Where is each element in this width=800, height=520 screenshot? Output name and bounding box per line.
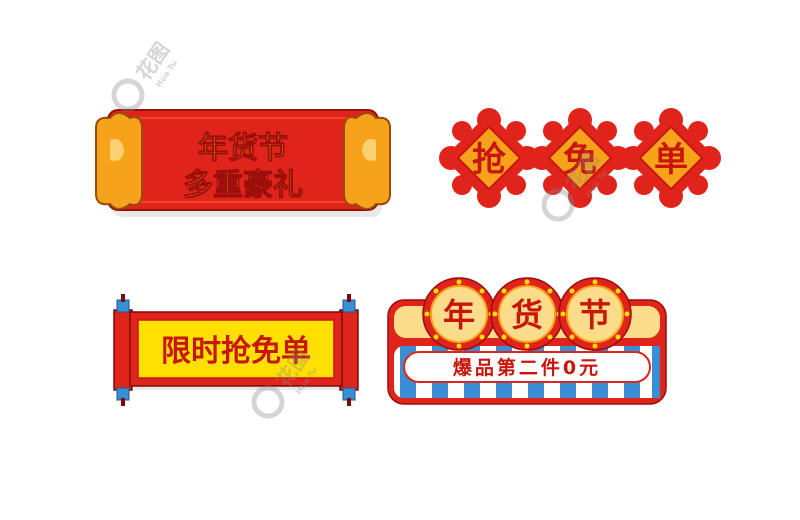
badge-line-2: 多重豪礼 [183, 168, 303, 203]
watermark: 花图 Hua Tu [111, 38, 179, 112]
left-cloud-ornament [95, 112, 143, 210]
medallion: 货 [490, 277, 564, 351]
badge-xianshiqiangmiandan: 限时抢免单 [113, 294, 359, 406]
medallion-char-3: 节 [579, 296, 611, 334]
scroll-text: 限时抢免单 [161, 334, 311, 369]
medallion: 节 [558, 277, 632, 351]
tile-char-1: 抢 [472, 140, 507, 180]
watermark-logo-icon [251, 385, 285, 419]
watermark-logo-icon [111, 78, 145, 112]
medallion-char-1: 年 [443, 296, 475, 334]
tile-char-2: 免 [563, 140, 597, 180]
badge-nianhuojie-shop: 爆品第二件0元 年 货 [387, 277, 667, 405]
diamond-tile: 单 [621, 108, 721, 208]
badge-qiangmiandan: 抢 免 单 [439, 108, 721, 208]
tile-char-3: 单 [654, 140, 688, 180]
watermark-logo-icon [541, 188, 575, 222]
badge-line-1: 年货节 [198, 131, 288, 166]
medallion: 年 [422, 277, 496, 351]
diamond-tile: 抢 [439, 108, 539, 208]
subtitle-text: 爆品第二件0元 [453, 356, 601, 379]
medallion-char-2: 货 [511, 296, 543, 334]
badge-nianhuojie-duozhonghaoli: 年货节 多重豪礼 [95, 109, 391, 217]
right-cloud-ornament [343, 112, 391, 210]
